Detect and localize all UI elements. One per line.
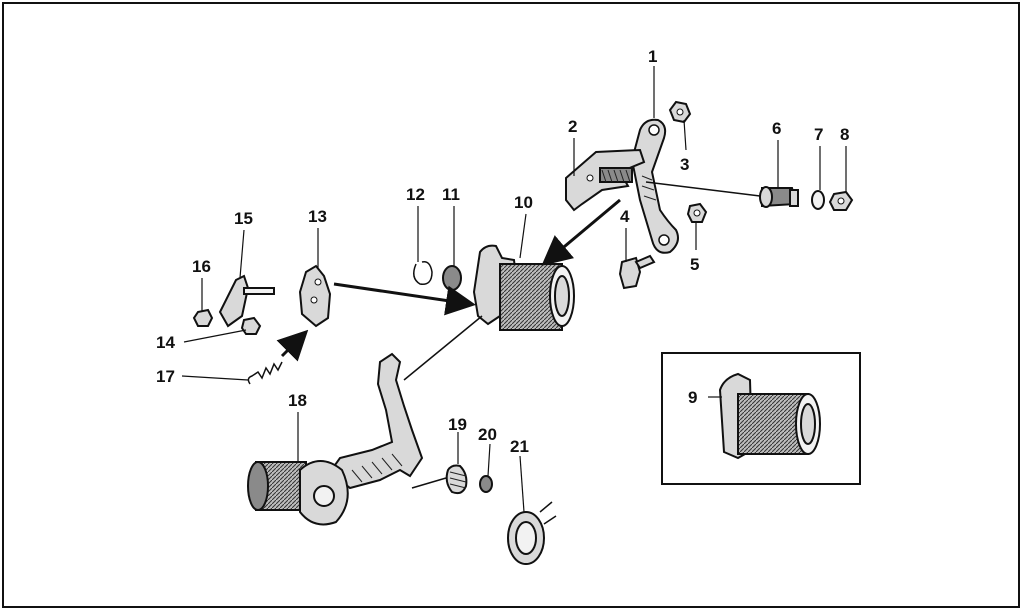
part-15-stud-plate [218, 274, 275, 328]
part-10-housing [472, 244, 575, 331]
callout-16: 16 [192, 257, 211, 276]
part-2-bracket [565, 148, 646, 212]
leader-3 [683, 119, 687, 151]
leader-21 [519, 455, 525, 513]
inset-frame [661, 352, 861, 485]
callout-11: 11 [442, 185, 460, 204]
callout-7: 7 [814, 125, 823, 144]
callout-6: 6 [772, 119, 781, 138]
callout-9: 9 [688, 388, 697, 407]
leader-10 [519, 213, 527, 259]
callout-3: 3 [680, 155, 689, 174]
callout-15: 15 [234, 209, 253, 228]
part-20-washer [479, 475, 493, 493]
part-13-lever-plate [298, 264, 332, 328]
part-21-clock-spring [507, 501, 557, 565]
callout-13: 13 [308, 207, 327, 226]
part-6-bushing [759, 186, 799, 208]
leader-15 [239, 229, 245, 279]
callout-12: 12 [406, 185, 425, 204]
part-11-washer [442, 265, 462, 291]
part-16-nut [192, 308, 214, 327]
part-7-washer [811, 190, 825, 210]
callout-21: 21 [510, 437, 529, 456]
part-12-snap-ring [413, 260, 433, 285]
callout-19: 19 [448, 415, 467, 434]
line-18-to-10 [403, 315, 483, 381]
part-8-nut [828, 190, 854, 211]
arrow-17-to-13 [276, 329, 309, 362]
arrow-13-to-10 [333, 282, 476, 316]
callout-2: 2 [568, 117, 577, 136]
callout-8: 8 [840, 125, 849, 144]
arrow-2-to-10 [541, 198, 621, 266]
part-17-spring [247, 361, 283, 385]
part-4-clip [618, 254, 656, 290]
callout-20: 20 [478, 425, 497, 444]
part-18-drive-assembly [247, 352, 424, 526]
line-1-to-6 [645, 181, 761, 197]
part-3-nut [668, 100, 692, 124]
line-18-to-19 [411, 477, 447, 489]
callout-5: 5 [690, 255, 699, 274]
callout-14: 14 [156, 333, 175, 352]
leader-14 [183, 329, 247, 343]
callout-4: 4 [620, 207, 630, 226]
callout-17: 17 [156, 367, 175, 386]
part-5-nut [686, 202, 708, 223]
leader-20 [487, 443, 491, 477]
part-9-inset-cylinder [718, 372, 821, 460]
callout-18: 18 [288, 391, 307, 410]
callout-10: 10 [514, 193, 533, 212]
part-14-nut [240, 316, 262, 335]
part-1-lever [630, 118, 679, 254]
callout-1: 1 [648, 47, 657, 66]
part-19-coil-spring [445, 464, 468, 495]
leader-17 [181, 375, 249, 381]
